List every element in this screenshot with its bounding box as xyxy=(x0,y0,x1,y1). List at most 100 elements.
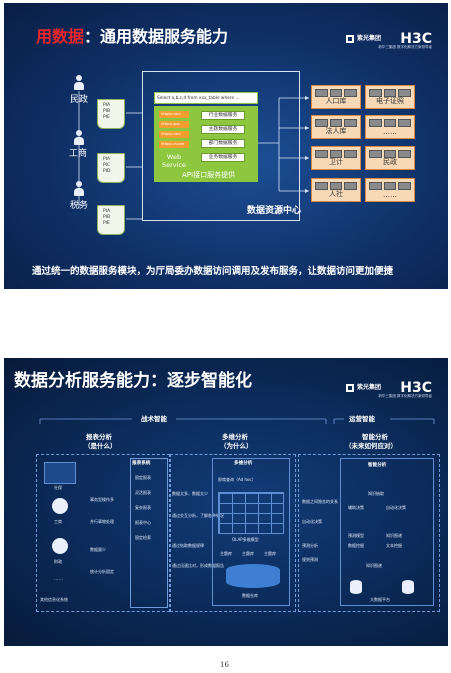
smart-item: 数据挖掘 xyxy=(348,543,364,548)
right-note: 数据之间隐含的关系 xyxy=(302,499,338,504)
endpoint-item: httpsx.cssme xyxy=(159,141,189,148)
slide-summary: 通过统一的数据服务模块，为厅局委办数据访问调用及发布服务，让数据访问更加便捷 xyxy=(32,266,394,277)
endpoint-item: httpsx.com xyxy=(159,131,189,138)
resource-box: 人口库 xyxy=(311,85,361,109)
system-label: …… xyxy=(54,577,64,582)
endpoint-item: httpsx.app xyxy=(159,121,189,128)
h3c-logo: 紫光集团 H3C 新华三集团 数字化解决方案领导者 xyxy=(340,31,440,55)
system-label: 其他信息化系统 xyxy=(40,597,68,602)
column-subtitle: （是什么） xyxy=(84,442,117,450)
section-brackets xyxy=(39,418,435,424)
endpoint-item: httpsx.com xyxy=(159,111,189,118)
multi-analysis-title: 多维分析 xyxy=(234,461,253,466)
column-title: 智能分析 xyxy=(362,433,388,441)
logo-mark-icon xyxy=(346,35,354,43)
smart-item: 知识抽取 xyxy=(368,491,384,496)
column-title: 多维分析 xyxy=(222,433,248,441)
left-note: 数据量少 xyxy=(90,547,106,552)
social-security-icon xyxy=(44,462,76,484)
smart-item: 知识图谱 xyxy=(366,563,382,568)
ad-hoc-query: 即席查询（Ad hoc） xyxy=(218,477,256,482)
smart-item: 预测模型 xyxy=(348,533,364,538)
report-item: 复杂报表 xyxy=(135,505,151,510)
mid-note: 数据太多，数据太少 xyxy=(172,491,208,496)
report-item: 固定检索 xyxy=(135,535,151,540)
smart-item: 知识图谱 xyxy=(386,533,402,538)
system-icon-column: 社保 工商 财政 …… 其他信息化系统 xyxy=(40,458,80,606)
column-title: 报表分析 xyxy=(86,433,112,441)
resource-box: 民政 xyxy=(365,146,415,170)
brand-sub: 新华三集团 数字化解决方案领导者 xyxy=(378,45,432,49)
brand-sub: 新华三集团 数字化解决方案领导者 xyxy=(378,394,432,398)
resource-box: 人社 xyxy=(311,178,361,202)
sql-query-bar: Select a,b,c,d from xxx_table where ... xyxy=(154,92,258,104)
left-note: 事务型操作多 xyxy=(90,497,114,502)
api-label: API接口服务提供 xyxy=(182,171,236,179)
report-item: 固定报表 xyxy=(135,475,151,480)
right-note: 自动化决策 xyxy=(302,519,322,524)
smart-item: 辅助决策 xyxy=(348,505,364,510)
brand-cn: 紫光集团 xyxy=(357,35,382,42)
brand-logo: H3C xyxy=(400,380,432,396)
resource-box: 卫计 xyxy=(311,146,361,170)
endpoint-list: httpsx.com httpsx.app httpsx.com httpsx.… xyxy=(159,111,189,151)
service-item: 部门数据服务 xyxy=(201,139,245,148)
section-tactical: 战术智能 xyxy=(141,415,167,423)
database-icon xyxy=(350,580,362,594)
smart-title: 智能分析 xyxy=(368,463,387,468)
olap-panel xyxy=(212,458,290,606)
section-operational: 运营智能 xyxy=(349,415,375,423)
system-label: 社保 xyxy=(54,485,62,490)
report-analysis-panel xyxy=(36,454,170,612)
slide-data-service: 用数据：通用数据服务能力 紫光集团 H3C 新华三集团 数字化解决方案领导者 民… xyxy=(4,3,448,289)
slide-data-analysis: 数据分析服务能力：逐步智能化 紫光集团 H3C 新华三集团 数字化解决方案领导者… xyxy=(4,358,448,646)
page-number: 16 xyxy=(220,661,229,669)
system-label: 财政 xyxy=(54,559,62,564)
h3c-logo: 紫光集团 H3C 新华三集团 数字化解决方案领导者 xyxy=(340,380,440,404)
mid-note: 通过交互分析，了解各种情况 xyxy=(172,513,224,518)
right-note: 预测分析 xyxy=(302,543,318,548)
column-subtitle: （为什么） xyxy=(220,442,253,450)
smart-item: 文本挖掘 xyxy=(386,543,402,548)
finance-icon xyxy=(52,538,68,554)
column-subtitle: （未来如何应对） xyxy=(345,442,397,450)
mid-note: 通过迅速比对，形成数据报告 xyxy=(172,563,224,568)
report-item: 报表中心 xyxy=(135,520,151,525)
data-warehouse-cylinder xyxy=(226,564,280,588)
resource-box: …… xyxy=(365,178,415,202)
smart-panel xyxy=(340,458,434,606)
warehouse-label: 数据仓库 xyxy=(242,593,258,598)
service-item: 业务数据服务 xyxy=(201,153,245,162)
olap-label: OLAP多维模型 xyxy=(232,537,259,542)
right-note: 规则预测 xyxy=(302,557,318,562)
cube-label: 主题库 xyxy=(264,551,276,556)
brand-logo: H3C xyxy=(400,31,432,47)
resource-box: 电子证照 xyxy=(365,85,415,109)
crm-icon xyxy=(52,498,68,514)
cube-label: 主题库 xyxy=(220,551,232,556)
connector-arrows xyxy=(78,91,309,220)
person-icon xyxy=(74,75,84,90)
smart-item: 自动化决策 xyxy=(386,505,406,510)
data-resource-frame xyxy=(142,71,300,221)
resource-box: …… xyxy=(365,115,415,139)
service-item: 行业数据服务 xyxy=(201,111,245,120)
cube-label: 主题库 xyxy=(242,551,254,556)
source-label: 工商 xyxy=(69,149,88,159)
brand-cn: 紫光集团 xyxy=(357,384,382,391)
center-caption: 数据资源中心 xyxy=(247,206,302,216)
system-label: 工商 xyxy=(54,519,62,524)
service-item: 主题数据服务 xyxy=(201,125,245,134)
slide-title: 用数据：通用数据服务能力 xyxy=(36,27,229,46)
smart-analysis-panel xyxy=(298,454,440,612)
left-note: 统计分析固定 xyxy=(90,569,114,574)
report-system-panel xyxy=(130,458,168,608)
slide-title: 数据分析服务能力：逐步智能化 xyxy=(14,371,252,391)
logo-mark-icon xyxy=(346,384,354,392)
mid-note: 通过钻取数据规律 xyxy=(172,543,204,548)
left-note: 并行事物处理 xyxy=(90,519,114,524)
big-data-label: 大数据平台 xyxy=(370,597,390,602)
